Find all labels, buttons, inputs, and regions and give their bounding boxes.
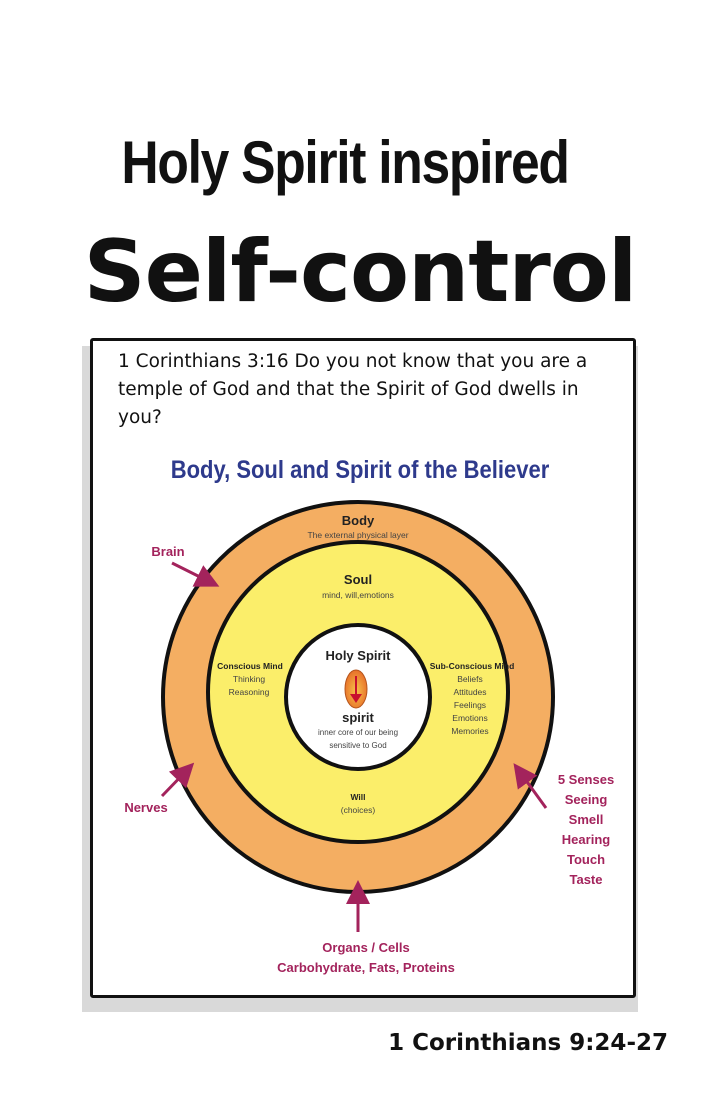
soul-label: Soul (344, 572, 372, 587)
conscious-mind-line: Reasoning (229, 687, 270, 697)
holy-spirit-label: Holy Spirit (325, 648, 391, 663)
subconscious-mind-line: Attitudes (453, 687, 486, 697)
senses-annotation: Taste (570, 872, 603, 887)
will-label: Will (350, 792, 365, 802)
subconscious-mind-line: Beliefs (457, 674, 483, 684)
organs-annotation: Organs / Cells (322, 940, 409, 955)
nerves-arrow (160, 762, 195, 798)
conscious-mind-label: Conscious Mind (217, 661, 283, 671)
senses-annotation: Hearing (562, 832, 610, 847)
senses-annotation: Smell (569, 812, 604, 827)
title-line-2: Self-control (83, 222, 638, 322)
spirit-desc-line: sensitive to God (329, 741, 386, 750)
body-desc: The external physical layer (307, 530, 408, 540)
senses-annotation: Touch (567, 852, 605, 867)
scripture-reference: 1 Corinthians 9:24-27 (388, 1030, 668, 1056)
down-arrow-head-icon (350, 694, 362, 703)
brain-annotation: Brain (151, 544, 184, 559)
organs-annotation: Carbohydrate, Fats, Proteins (277, 960, 455, 975)
body-label: Body (342, 513, 375, 528)
subconscious-mind-line: Memories (451, 726, 488, 736)
senses-annotation: 5 Senses (558, 772, 614, 787)
will-desc: (choices) (341, 805, 376, 815)
spirit-desc-line: inner core of our being (318, 728, 398, 737)
verse-text: 1 Corinthians 3:16 Do you not know that … (118, 351, 588, 428)
senses-annotation: Seeing (565, 792, 608, 807)
title-line-1: Holy Spirit inspired (121, 129, 570, 196)
subconscious-mind-line: Emotions (452, 713, 487, 723)
senses-arrow (513, 763, 548, 809)
conscious-mind-line: Thinking (233, 674, 265, 684)
spirit-label: spirit (342, 710, 374, 725)
subconscious-mind-label: Sub-Conscious Mind (430, 661, 515, 671)
brain-arrow (171, 561, 220, 587)
diagram-heading: Body, Soul and Spirit of the Believer (170, 456, 550, 484)
nerves-annotation: Nerves (124, 800, 167, 815)
soul-desc: mind, will,emotions (322, 590, 394, 600)
subconscious-mind-line: Feelings (454, 700, 486, 710)
